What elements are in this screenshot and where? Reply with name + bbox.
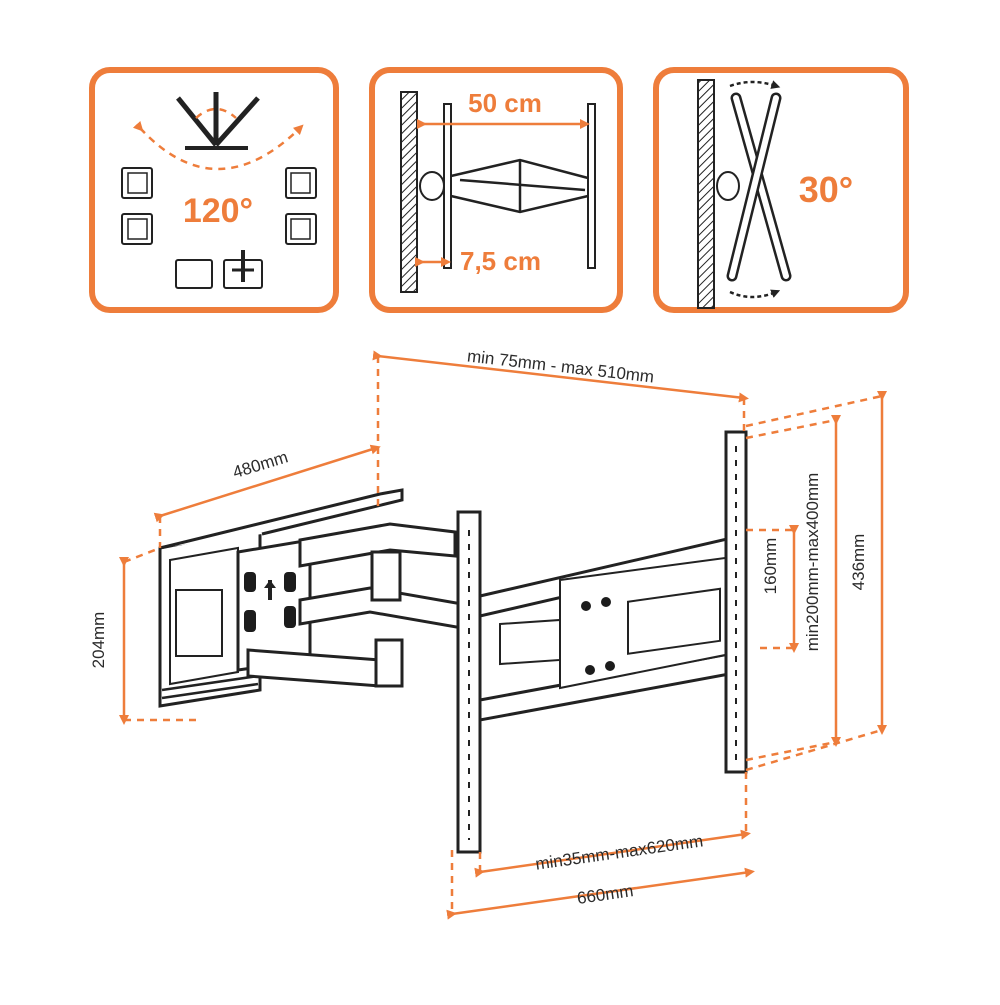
extension-arm-icon (450, 158, 589, 214)
extension-min-label: 7,5 cm (460, 246, 541, 276)
right-vertical-rail (724, 430, 748, 774)
upper-arm (298, 522, 457, 568)
tilt-arc-top-icon (729, 80, 781, 89)
mount-drawing (158, 430, 748, 854)
tilt-arc-bottom-icon (729, 289, 781, 299)
tv-positions-icon (121, 167, 317, 289)
swivel-panel: 120° (89, 67, 339, 313)
wall-plate-height-label: 204mm (89, 612, 108, 669)
tilt-plates-icon (726, 92, 792, 282)
arm-joint (370, 550, 402, 602)
vesa-vertical-label: min200mm-max400mm (803, 473, 822, 652)
extension-max-label: 50 cm (468, 88, 542, 118)
tv-bracket (478, 534, 742, 722)
wall-icon (400, 91, 418, 293)
overall-width-label: 660mm (576, 881, 635, 908)
swivel-angle-label: 120° (183, 192, 253, 230)
depth-dimension-label: min 75mm - max 510mm (466, 346, 655, 386)
extension-panel: 50 cm 7,5 cm (369, 67, 623, 313)
vesa-160-label: 160mm (761, 538, 780, 595)
swivel-arc-icon (132, 120, 304, 171)
tilt-panel: 30° (653, 67, 909, 313)
wall-icon-tilt (697, 79, 715, 309)
vesa-horizontal-label: min35mm-max620mm (534, 831, 704, 873)
overall-height-label: 436mm (849, 534, 868, 591)
tilt-angle-label: 30° (799, 169, 853, 210)
arm-hub (236, 538, 312, 672)
left-vertical-rail (456, 510, 482, 854)
